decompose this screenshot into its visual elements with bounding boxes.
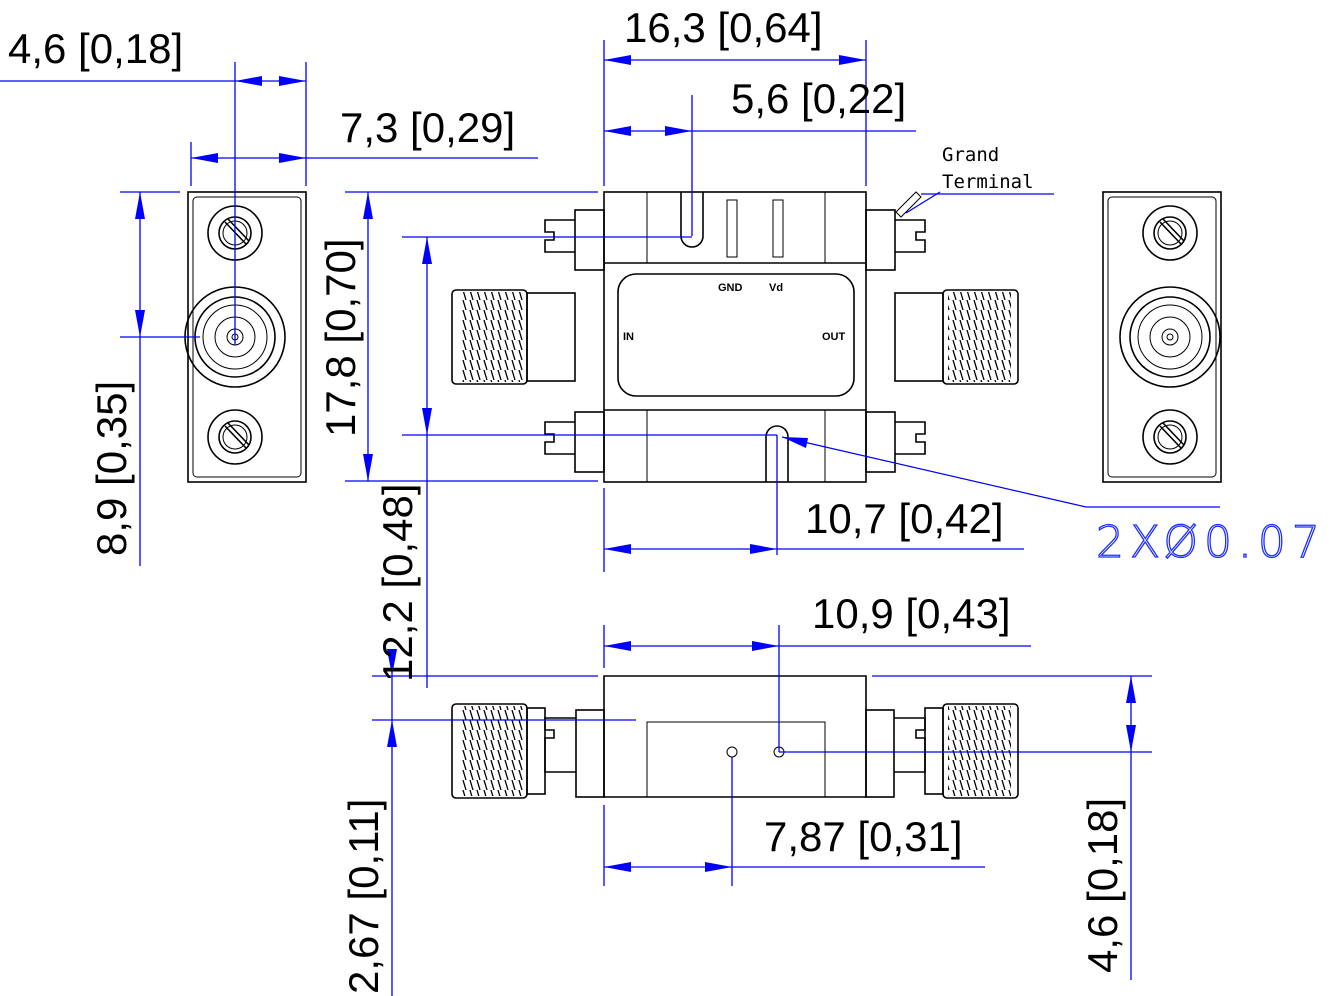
dim-label-16-3: 16,3 [0,64] bbox=[624, 4, 823, 51]
ground-terminal-label-line1: Grand bbox=[942, 144, 999, 166]
side-view bbox=[451, 675, 1019, 799]
right-end-view bbox=[1102, 191, 1222, 483]
pin-label-in: IN bbox=[623, 331, 634, 343]
dim-label-10-9: 10,9 [0,43] bbox=[812, 590, 1011, 637]
dim-label-8-9: 8,9 [0,35] bbox=[88, 381, 135, 556]
dim-label-4-6-side: 4,6 [0,18] bbox=[1079, 798, 1126, 973]
dim-label-2-67: 2,67 [0,11] bbox=[340, 799, 387, 994]
dimension-labels: 4,6 [0,18] 7,3 [0,29] 16,3 [0,64] 5,6 [0… bbox=[8, 4, 1326, 994]
ground-terminal-label-line2: Terminal bbox=[942, 171, 1034, 193]
hole-callout: 2XØ0.07 bbox=[1096, 517, 1326, 568]
dim-label-5-6: 5,6 [0,22] bbox=[731, 75, 906, 122]
pin-label-vd: Vd bbox=[769, 282, 783, 294]
pin-label-gnd: GND bbox=[718, 282, 743, 294]
left-end-view bbox=[184, 191, 307, 483]
dim-label-12-2: 12,2 [0,48] bbox=[374, 484, 421, 683]
dim-label-7-87: 7,87 [0,31] bbox=[764, 813, 963, 860]
dim-label-7-3: 7,3 [0,29] bbox=[340, 104, 515, 151]
dim-label-10-7: 10,7 [0,42] bbox=[805, 495, 1004, 542]
dim-label-4-6-top: 4,6 [0,18] bbox=[8, 25, 183, 72]
top-view: GND Vd IN OUT bbox=[451, 191, 1019, 483]
dimension-lines bbox=[0, 40, 1220, 996]
dim-label-17-8: 17,8 [0,70] bbox=[317, 239, 364, 438]
pin-label-out: OUT bbox=[822, 331, 846, 343]
